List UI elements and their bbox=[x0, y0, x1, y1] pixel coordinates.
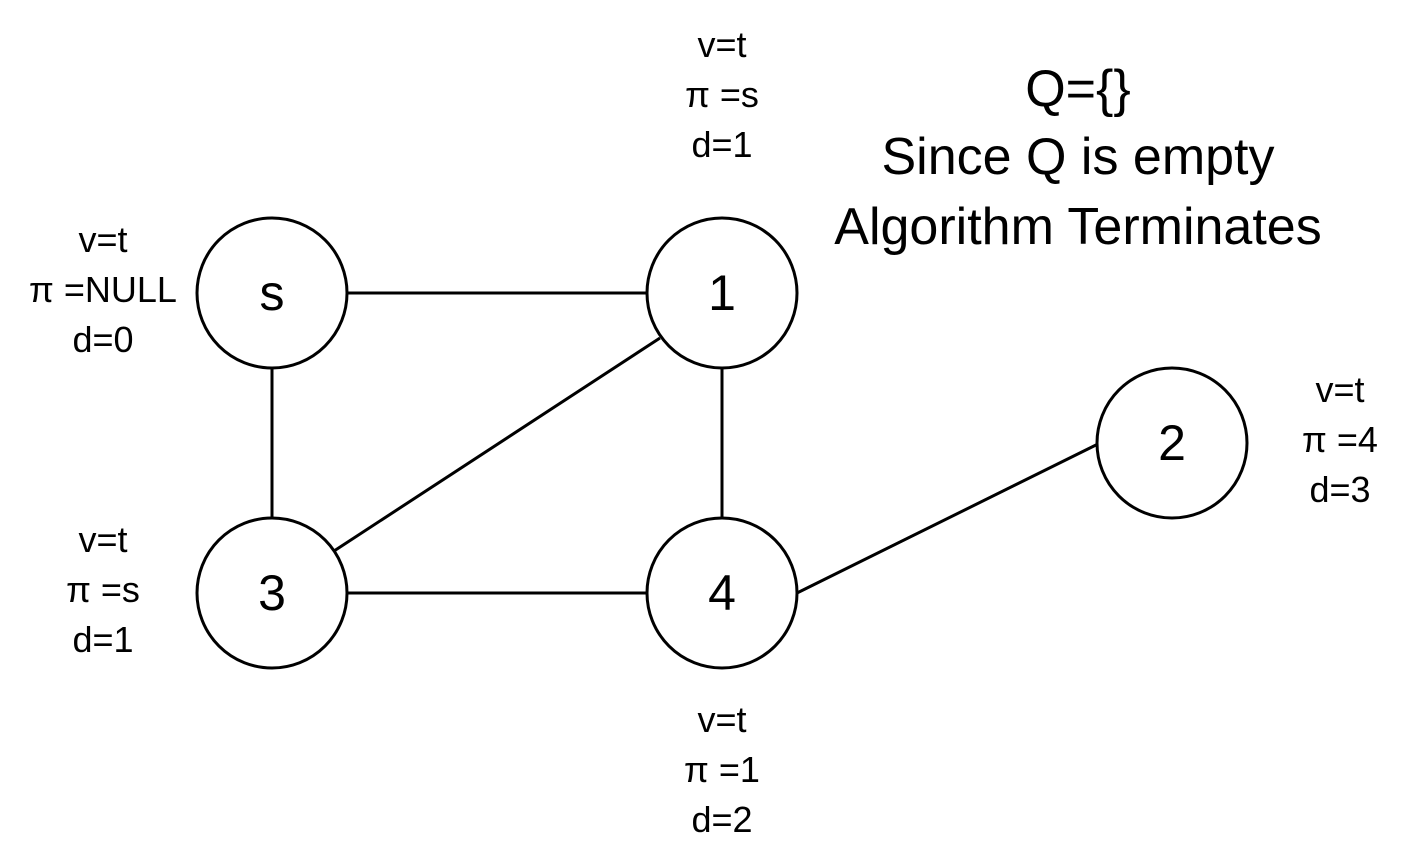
node-2-label: 2 bbox=[1158, 415, 1186, 471]
annotation-3: v=t π =s d=1 bbox=[66, 519, 140, 660]
annotation-2: v=t π =4 d=3 bbox=[1302, 369, 1378, 510]
edge-4-2 bbox=[796, 441, 1101, 595]
node-2-circle bbox=[1095, 366, 1249, 520]
node-4-label: 4 bbox=[708, 565, 736, 621]
edges bbox=[270, 291, 1101, 595]
status-message: Q={} Since Q is empty Algorithm Terminat… bbox=[834, 60, 1321, 256]
annotation-3-parent: π =s bbox=[66, 569, 140, 610]
node-1-label: 1 bbox=[708, 265, 736, 321]
annotation-s-distance: d=0 bbox=[72, 319, 133, 360]
node-s-circle bbox=[195, 216, 349, 370]
node-3: 3 bbox=[195, 516, 349, 670]
node-1-circle bbox=[645, 216, 799, 370]
annotation-1-visited: v=t bbox=[697, 24, 746, 65]
annotation-s-parent: π =NULL bbox=[29, 269, 177, 310]
annotation-3-visited: v=t bbox=[78, 519, 127, 560]
annotation-s-visited: v=t bbox=[78, 219, 127, 260]
status-line-terminates: Algorithm Terminates bbox=[834, 198, 1321, 256]
annotation-s: v=t π =NULL d=0 bbox=[29, 219, 177, 360]
node-s: s bbox=[195, 216, 349, 370]
annotation-2-distance: d=3 bbox=[1309, 469, 1370, 510]
annotation-4-visited: v=t bbox=[697, 699, 746, 740]
node-3-label: 3 bbox=[258, 565, 286, 621]
status-line-empty: Since Q is empty bbox=[881, 128, 1274, 186]
node-3-circle bbox=[195, 516, 349, 670]
node-4: 4 bbox=[645, 516, 799, 670]
annotation-2-parent: π =4 bbox=[1302, 419, 1378, 460]
annotation-4-distance: d=2 bbox=[691, 799, 752, 840]
annotation-4-parent: π =1 bbox=[684, 749, 760, 790]
annotation-1-parent: π =s bbox=[685, 74, 759, 115]
annotation-3-distance: d=1 bbox=[72, 619, 133, 660]
annotation-1-distance: d=1 bbox=[691, 124, 752, 165]
annotation-1: v=t π =s d=1 bbox=[685, 24, 759, 165]
annotation-4: v=t π =1 d=2 bbox=[684, 699, 760, 840]
node-s-label: s bbox=[260, 265, 285, 321]
node-4-circle bbox=[645, 516, 799, 670]
annotation-2-visited: v=t bbox=[1315, 369, 1364, 410]
node-2: 2 bbox=[1095, 366, 1249, 520]
edge-1-3 bbox=[333, 336, 661, 553]
node-1: 1 bbox=[645, 216, 799, 370]
status-queue: Q={} bbox=[1025, 60, 1131, 118]
